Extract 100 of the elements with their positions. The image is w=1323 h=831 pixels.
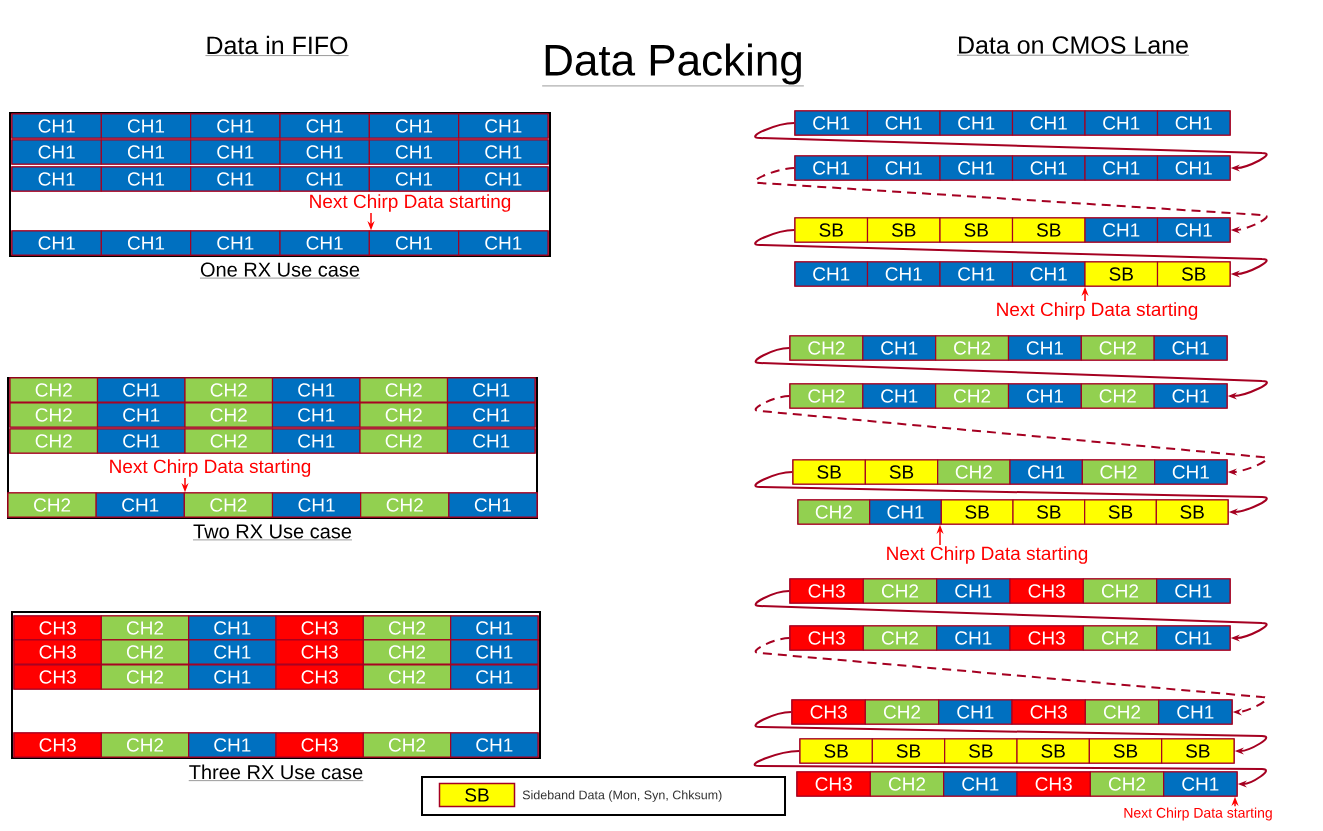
data-cell: CH2 [935,383,1010,409]
data-cell: CH1 [1153,335,1228,361]
data-cell: CH2 [183,492,274,518]
data-cell: SB [864,459,939,485]
data-cell: CH1 [939,110,1014,136]
data-cell: CH3 [1016,771,1091,797]
data-cell: CH1 [1084,110,1159,136]
data-cell: CH1 [11,230,102,256]
data-cell: CH2 [937,459,1011,485]
data-cell: CH1 [862,335,937,361]
data-cell: CH1 [1011,155,1086,181]
data-cell: CH1 [11,139,102,165]
data-cell: CH3 [791,699,866,725]
data-cell: CH1 [96,402,186,428]
data-cell: CH2 [100,732,190,758]
data-cell: CH1 [368,139,460,165]
data-cell: CH1 [450,639,539,665]
data-cell: CH3 [275,615,364,641]
node-label: Two RX Use case [193,524,352,539]
data-cell: CH3 [1011,699,1086,725]
data-cell: CH3 [275,639,364,665]
data-cell: CH1 [939,155,1014,181]
data-cell: CH1 [11,166,102,192]
data-cell: CH1 [1158,699,1233,725]
data-cell: CH2 [1080,383,1155,409]
data-cell: CH1 [450,732,539,758]
data-cell: CH2 [360,492,450,518]
data-cell: SB [792,459,866,485]
data-cell: CH2 [362,639,452,665]
data-cell: CH1 [936,625,1011,651]
data-cell: CH3 [1009,578,1084,604]
data-cell: CH3 [13,615,102,641]
wrap-arrow [753,750,1267,788]
data-cell: CH2 [9,428,99,454]
data-cell: CH1 [368,230,460,256]
data-cell: CH1 [458,113,549,139]
data-cell: CH2 [864,699,940,725]
data-cell: CH1 [938,699,1013,725]
data-cell: SB [1084,499,1157,525]
data-cell: CH2 [789,335,864,361]
data-cell: CH2 [100,664,190,690]
wrap-arrow [754,711,1268,755]
data-cell: CH2 [862,578,938,604]
data-cell: CH1 [190,139,281,165]
data-cell: CH1 [368,113,460,139]
data-cell: CH1 [1153,383,1228,409]
annotation-text: Next Chirp Data starting [310,194,511,212]
data-cell: CH2 [184,377,274,403]
data-cell: CH1 [446,428,536,454]
data-cell: CH1 [1011,110,1086,136]
data-cell: SB [794,217,869,243]
data-cell: CH1 [866,110,941,136]
data-cell: CH3 [275,664,364,690]
data-cell: CH2 [1080,335,1155,361]
data-cell: CH1 [190,166,281,192]
data-cell: CH2 [359,402,449,428]
data-cell: CH1 [1154,459,1228,485]
data-cell: CH2 [9,377,99,403]
data-cell: CH1 [271,428,361,454]
data-cell: CH1 [1007,335,1082,361]
data-cell: SB [866,217,941,243]
data-cell: SB [1156,261,1231,287]
data-cell: CH2 [100,639,190,665]
data-cell: CH1 [190,230,281,256]
data-cell: SB [1012,499,1086,525]
data-cell: CH2 [1089,771,1165,797]
data-cell: CH2 [862,625,938,651]
data-cell: CH1 [279,166,370,192]
data-cell: CH3 [13,664,102,690]
data-cell: CH1 [190,113,281,139]
data-cell: CH1 [450,664,539,690]
data-cell: CH1 [1007,383,1082,409]
data-cell: CH2 [359,377,449,403]
title: Data Packing [541,43,805,87]
data-cell: CH1 [279,230,370,256]
data-cell: CH1 [11,113,102,139]
data-cell: SB [944,738,1018,764]
data-cell: CH1 [458,230,549,256]
data-cell: CH1 [869,499,942,525]
data-cell: CH1 [1156,578,1231,604]
annotation-text: Next Chirp Data starting [887,546,1088,564]
data-cell: SB [1084,261,1159,287]
wrap-arrow [754,637,1268,716]
data-cell: CH1 [100,139,192,165]
data-cell: CH1 [446,402,536,428]
data-cell: SB [1155,499,1229,525]
data-cell: CH1 [188,732,277,758]
data-cell: CH1 [279,139,370,165]
data-cell: CH2 [359,428,449,454]
data-cell: CH1 [100,166,192,192]
data-cell: CH3 [13,732,102,758]
data-cell: CH2 [1081,459,1156,485]
data-cell: CH1 [794,155,869,181]
data-cell: CH2 [1084,699,1160,725]
wrap-arrow [754,122,1268,172]
data-cell: CH3 [13,639,102,665]
data-cell: CH2 [797,499,871,525]
data-cell: CH1 [100,230,192,256]
data-cell: CH1 [862,383,937,409]
data-cell: SB [939,217,1014,243]
